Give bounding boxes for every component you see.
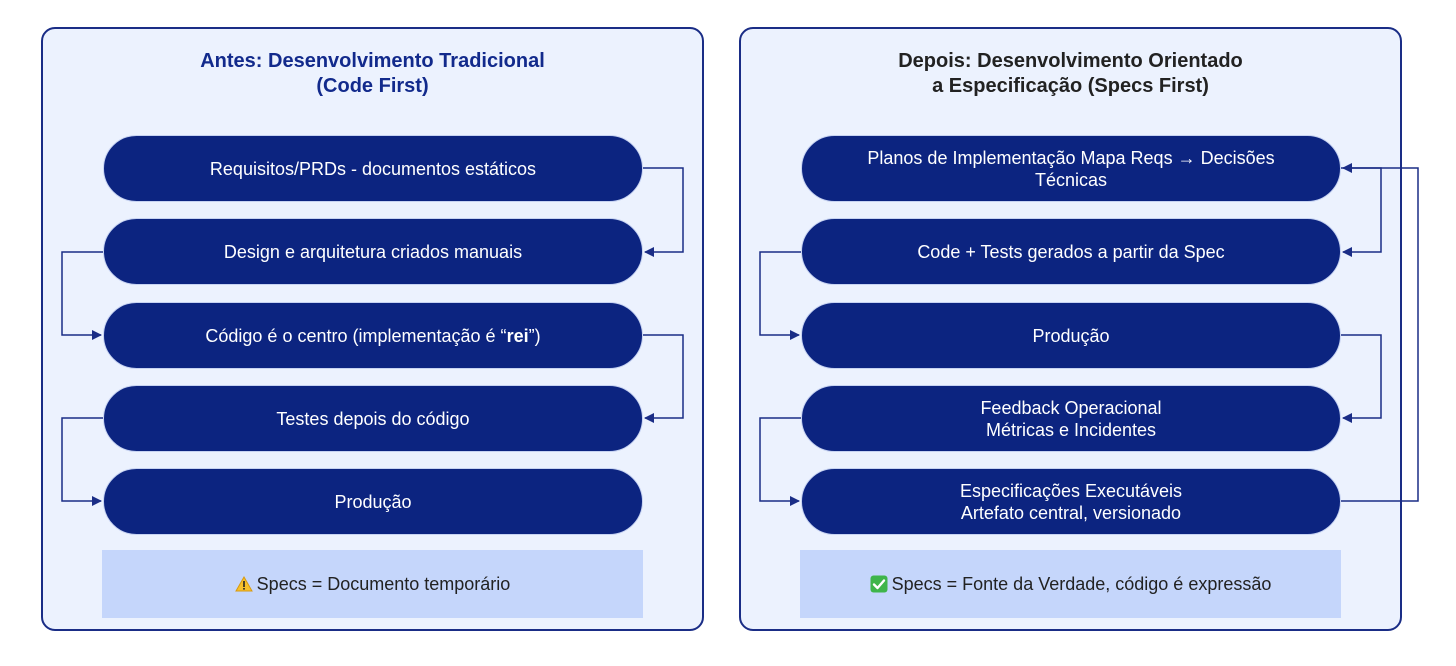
step-production: Produção xyxy=(103,468,643,535)
check-mark-icon xyxy=(870,575,888,593)
step-text-before: Código é o centro (implementação é “ xyxy=(205,325,507,346)
panel-title: Depois: Desenvolvimento Orientado a Espe… xyxy=(898,50,1243,97)
step-text-bold: rei xyxy=(506,325,529,346)
step-design: Design e arquitetura criados manuais xyxy=(103,218,643,285)
note-temporary-doc: Specs = Documento temporário xyxy=(102,550,643,618)
note-text: Specs = Fonte da Verdade, código é expre… xyxy=(891,573,1272,594)
warning-icon xyxy=(234,576,253,592)
note-source-of-truth: Specs = Fonte da Verdade, código é expre… xyxy=(800,550,1341,618)
step-tests: Testes depois do código xyxy=(103,385,643,452)
step-code-center: Código é o centro (implementação é “rei”… xyxy=(103,302,643,369)
note-text: Specs = Documento temporário xyxy=(256,573,511,594)
step-feedback: Feedback Operacional Métricas e Incident… xyxy=(801,385,1341,452)
step-implementation-plans: Planos de Implementação Mapa Reqs → Deci… xyxy=(801,135,1341,202)
step-text-after: ”) xyxy=(528,325,541,346)
panel-title: Antes: Desenvolvimento Tradicional (Code… xyxy=(200,50,545,97)
step-executable-specs: Especificações Executáveis Artefato cent… xyxy=(801,468,1341,535)
step-requirements: Requisitos/PRDs - documentos estáticos xyxy=(103,135,643,202)
step-code-tests: Code + Tests gerados a partir da Spec xyxy=(801,218,1341,285)
step-production: Produção xyxy=(801,302,1341,369)
